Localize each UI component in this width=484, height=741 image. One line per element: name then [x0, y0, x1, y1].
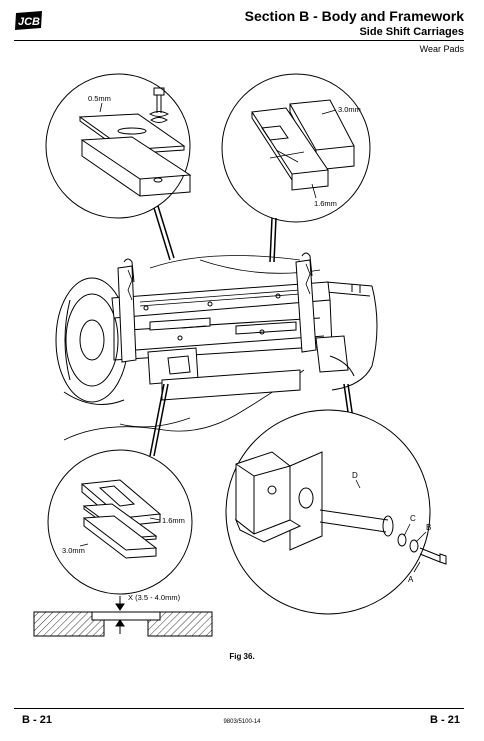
- topic-title: Wear Pads: [419, 44, 464, 54]
- page-number-left: B - 21: [22, 714, 52, 726]
- jcb-logo: JCB: [15, 11, 42, 30]
- side-shift-carriage: [55, 252, 378, 441]
- clearance-section-diagram: X (3.5 - 4.0mm): [33, 593, 213, 637]
- pad-detail-circle-top: 3.0mm 1.6mm: [221, 73, 371, 223]
- wear-pads-illustration: 0.5mm 3.0mm 1.6mm: [33, 73, 447, 637]
- clearance-x-label: X (3.5 - 4.0mm): [128, 593, 181, 602]
- page-number-right: B - 21: [430, 714, 460, 726]
- pad-1-6mm-label-bottom: 1.6mm: [162, 516, 185, 525]
- adjuster-detail-circle: D C B A: [225, 409, 447, 615]
- callout-b: B: [426, 523, 431, 532]
- callout-d: D: [352, 471, 358, 480]
- shim-detail-circle: 0.5mm: [45, 73, 192, 219]
- figure-caption: Fig 36.: [229, 652, 255, 661]
- shim-thickness-label: 0.5mm: [88, 94, 111, 103]
- callout-c: C: [410, 514, 416, 523]
- header-rule: [14, 40, 464, 41]
- document-number: 9803/5100-14: [223, 719, 261, 725]
- callout-a: A: [408, 575, 414, 584]
- pad-3mm-label-bottom: 3.0mm: [62, 546, 85, 555]
- pad-detail-circle-bottom: 1.6mm 3.0mm: [47, 449, 193, 595]
- section-title: Section B - Body and Framework: [244, 8, 464, 24]
- logo-text: JCB: [18, 16, 40, 28]
- pad-1-6mm-label-top: 1.6mm: [314, 199, 337, 208]
- subsection-title: Side Shift Carriages: [359, 26, 464, 38]
- pad-3mm-label-top: 3.0mm: [338, 105, 361, 114]
- footer-rule: [14, 708, 464, 709]
